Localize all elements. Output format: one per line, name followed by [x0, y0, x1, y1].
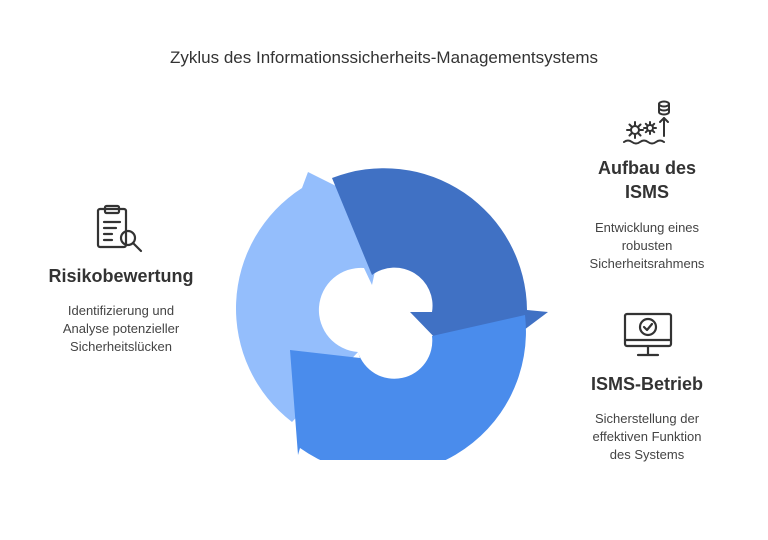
stage-desc-setup: Entwicklung eines robusten Sicherheitsra…	[562, 219, 732, 273]
cycle-segment-setup	[332, 168, 548, 372]
stage-desc-operation: Sicherstellung der effektiven Funktion d…	[562, 410, 732, 464]
cycle-segment-operation	[290, 315, 526, 460]
stage-heading-line: ISMS	[624, 182, 669, 202]
stage-desc-line: Entwicklung eines	[594, 220, 700, 235]
monitor-check-icon	[622, 310, 674, 360]
stage-desc-line: Sicherstellung der	[594, 411, 700, 426]
stage-desc-line: des Systems	[609, 447, 685, 462]
clipboard-search-icon	[94, 204, 146, 254]
stage-heading-setup: Aufbau des ISMS	[562, 156, 732, 204]
gears-database-icon	[622, 98, 674, 146]
cycle-graphic	[235, 168, 548, 460]
stage-desc-line: Sicherheitsrahmens	[589, 256, 705, 271]
stage-heading-risk: Risikobewertung	[48, 266, 194, 286]
stage-desc-line: effektiven Funktion	[592, 429, 702, 444]
stage-desc-risk: Identifizierung und Analyse potenzieller…	[26, 302, 216, 356]
stage-desc-line: Sicherheitslücken	[70, 339, 172, 354]
diagram-title: Zyklus des Informationssicherheits-Manag…	[170, 48, 598, 67]
stage-desc-line: Analyse potenzieller	[62, 321, 180, 336]
stage-desc-line: robusten	[621, 238, 673, 253]
stage-heading-operation: ISMS-Betrieb	[590, 374, 704, 394]
stage-heading-line: Aufbau des	[597, 158, 696, 178]
stage-desc-line: Identifizierung und	[67, 303, 175, 318]
